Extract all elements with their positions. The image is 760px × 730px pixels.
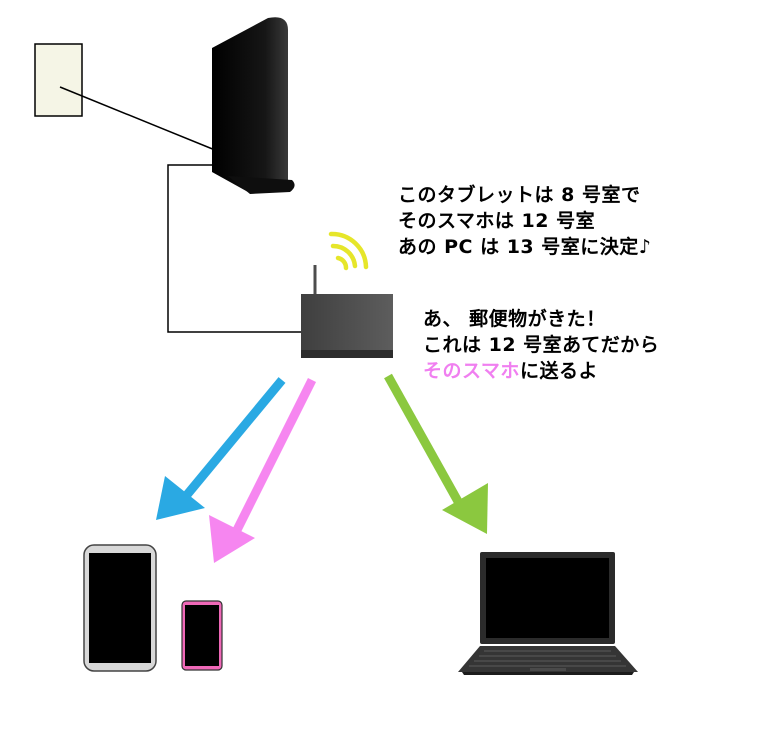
caption-line-rest: に送るよ [519, 360, 598, 382]
caption-line: これは 12 号室あてだから [423, 334, 660, 356]
router-icon [301, 265, 393, 358]
cable-outlet-to-modem [59, 86, 216, 151]
arrow-to-smartphone [209, 377, 317, 563]
modem-icon [212, 17, 295, 194]
wifi-signal-icon [328, 231, 369, 271]
wall-outlet-icon [34, 43, 83, 117]
caption-line: このタブレットは 8 号室で [398, 184, 641, 206]
laptop-icon [458, 552, 638, 675]
highlighted-device-name: そのスマホ [423, 360, 520, 382]
laptop-keyboard [469, 650, 626, 667]
caption-line: あ、 郵便物がきた！ [423, 308, 606, 330]
network-cables [59, 86, 302, 333]
smartphone-icon [181, 600, 223, 671]
arrow-to-laptop [384, 373, 488, 534]
caption-line: そのスマホは 12 号室 [398, 210, 596, 232]
cable-modem-to-router [167, 164, 302, 333]
packet-delivery-caption: あ、 郵便物がきた！ これは 12 号室あてだから そのスマホに送るよ [423, 306, 659, 384]
caption-line: そのスマホに送るよ [423, 358, 659, 384]
arrow-to-tablet [156, 377, 286, 520]
tablet-icon [83, 544, 157, 672]
ip-assignment-caption: このタブレットは 8 号室で そのスマホは 12 号室 あの PC は 13 号… [398, 182, 651, 260]
caption-line: あの PC は 13 号室に決定♪ [398, 236, 652, 258]
